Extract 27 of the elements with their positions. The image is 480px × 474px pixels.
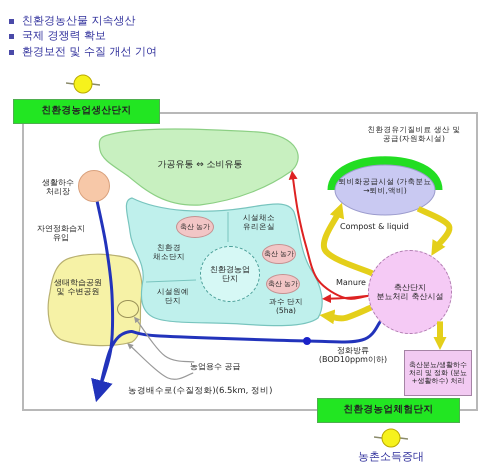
flow-label: Compost & liquid	[340, 222, 409, 232]
arrow	[320, 203, 374, 276]
arrow	[288, 170, 368, 300]
circle-text: 분뇨처리 축산시설	[376, 292, 444, 302]
arrow	[416, 206, 452, 256]
zone-label: 생태학습공원 및 수변공원	[53, 278, 103, 296]
leader-label: 농업용수 공급	[190, 362, 241, 372]
title-banner: 친환경농업생산단지	[13, 99, 160, 124]
arrow	[322, 294, 368, 304]
leader-line	[134, 316, 194, 363]
area-label: 자연정화습지 유입	[36, 224, 86, 242]
side-label: 생활하수 처리장	[41, 178, 75, 196]
list-item: 국제 경쟁력 확보	[22, 30, 106, 43]
zone-label: 가공유통 ⇔ 소비유통	[157, 160, 243, 170]
arrow	[434, 321, 446, 350]
leader-line	[127, 343, 194, 380]
facility-circle	[78, 170, 110, 202]
title-banner: 친환경농업체험단지	[317, 398, 460, 423]
arrow	[91, 320, 382, 402]
list-item: 친환경농산물 지속생산	[22, 15, 136, 28]
flow-label: Manure	[336, 278, 366, 288]
note-text: 농경배수로(수질정화)(6.5km, 정비)	[128, 387, 272, 397]
livestock-circle	[368, 250, 452, 334]
arrow	[320, 304, 372, 324]
caption-text: 농촌소득증대	[358, 451, 424, 464]
list-item: 환경보전 및 수질 개선 기여	[22, 46, 157, 59]
circle-text: 축산단지	[394, 282, 426, 292]
